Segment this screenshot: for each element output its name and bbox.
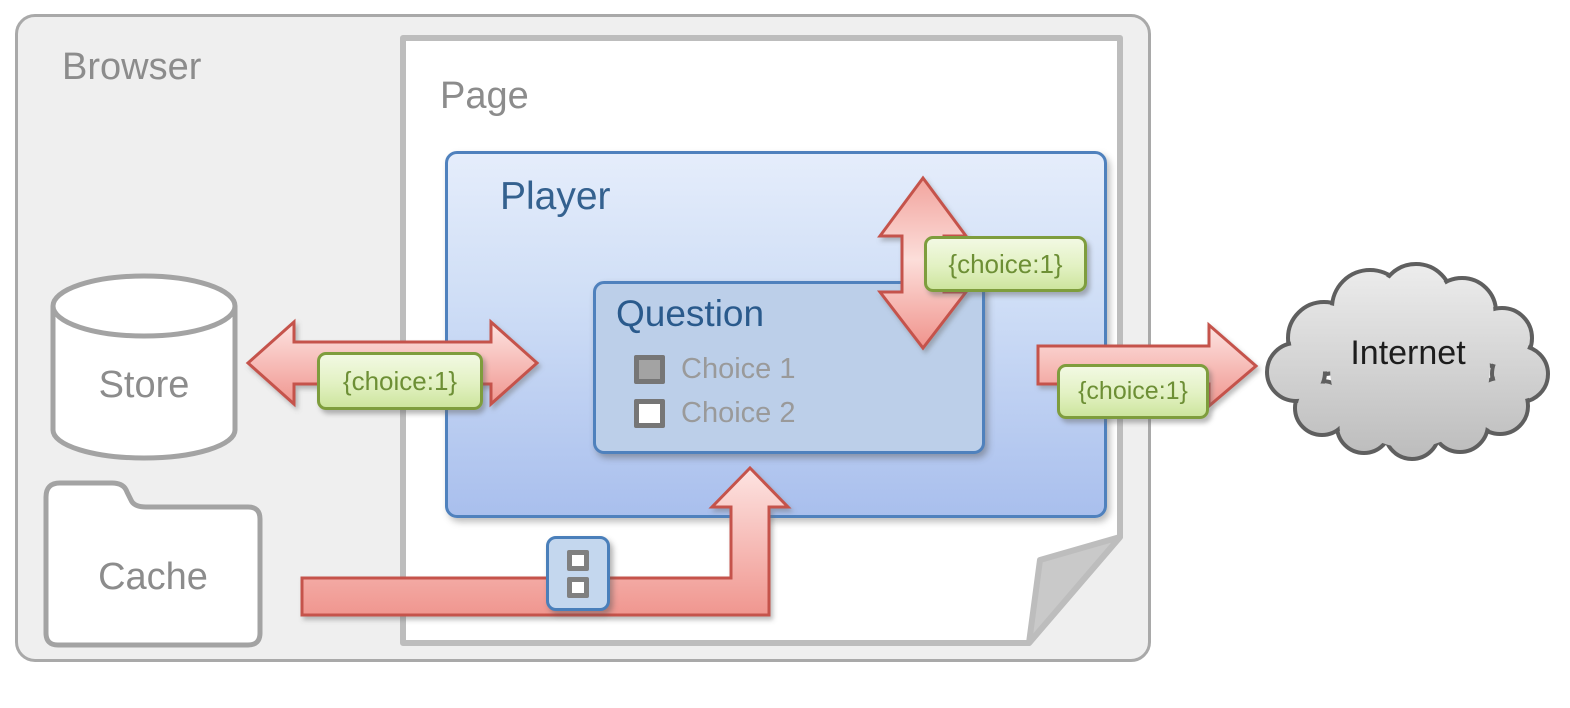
store-cylinder-body	[50, 306, 238, 461]
store-label: Store	[98, 364, 190, 406]
message-tag-store-player: {choice:1}	[317, 352, 483, 410]
folder-icon	[43, 480, 263, 648]
page-label: Page	[440, 75, 529, 117]
cache-label: Cache	[98, 556, 208, 598]
choice-2-checkbox[interactable]	[634, 399, 665, 428]
choice-1-checkbox[interactable]	[634, 355, 665, 384]
component-connector	[546, 536, 610, 611]
choice-row-1[interactable]: Choice 1	[634, 355, 795, 384]
browser-label: Browser	[62, 46, 202, 88]
message-tag-player-vertical: {choice:1}	[924, 236, 1087, 292]
internet-cloud-shape	[1265, 262, 1550, 461]
store-shape	[50, 273, 238, 461]
choice-2-label: Choice 2	[681, 397, 796, 429]
store-cylinder-top	[50, 273, 238, 339]
connector-port-icon	[567, 576, 589, 598]
choice-row-2[interactable]: Choice 2	[634, 399, 795, 428]
page-fold-corner-icon	[1026, 534, 1123, 646]
question-label: Question	[616, 293, 765, 334]
cache-shape	[43, 480, 263, 648]
arrow-cache-question	[300, 465, 792, 617]
cloud-icon	[1265, 262, 1550, 461]
internet-label: Internet	[1350, 334, 1466, 372]
message-tag-page-internet: {choice:1}	[1057, 364, 1209, 419]
player-label: Player	[500, 175, 611, 218]
choice-1-label: Choice 1	[681, 353, 796, 385]
connector-port-icon	[567, 549, 589, 571]
